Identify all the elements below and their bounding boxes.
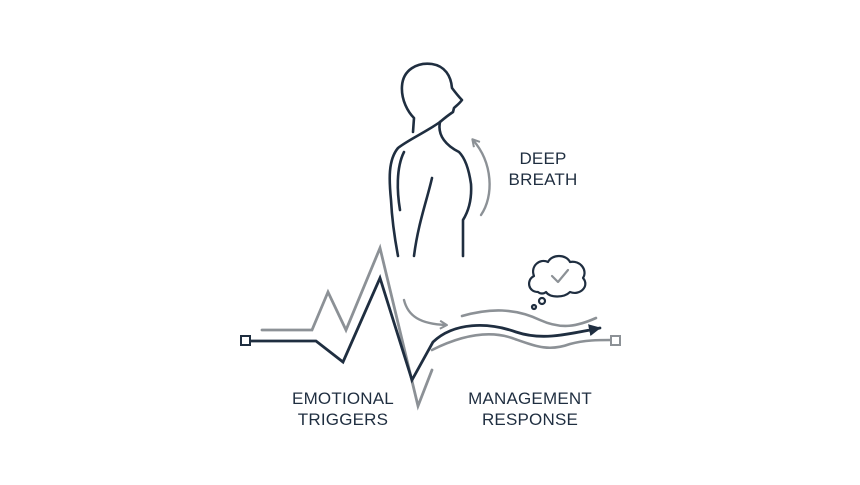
emotional-triggers-label-line2: TRIGGERS (297, 410, 389, 429)
left-endpoint-square (240, 335, 251, 346)
dark-main-wave (247, 274, 602, 384)
emotional-triggers-label: EMOTIONAL TRIGGERS (268, 388, 418, 430)
gray-response-wave-lower (430, 333, 614, 352)
curved-arrow-up-icon (471, 138, 491, 217)
deep-breath-label-line1: DEEP (519, 149, 567, 168)
management-response-label: MANAGEMENT RESPONSE (450, 388, 610, 430)
deep-breath-label-line2: BREATH (508, 170, 578, 189)
emotional-triggers-label-line1: EMOTIONAL (292, 389, 394, 408)
human-silhouette-icon (388, 62, 473, 258)
management-response-label-line1: MANAGEMENT (468, 389, 592, 408)
gray-trigger-wave (260, 243, 434, 411)
deep-breath-label: DEEP BREATH (488, 148, 598, 190)
curved-arrow-right-icon (402, 298, 448, 330)
right-endpoint-square (610, 335, 621, 346)
thought-bubble-check-icon (528, 254, 587, 311)
management-response-label-line2: RESPONSE (481, 410, 579, 429)
gray-response-wave-upper (460, 309, 598, 328)
